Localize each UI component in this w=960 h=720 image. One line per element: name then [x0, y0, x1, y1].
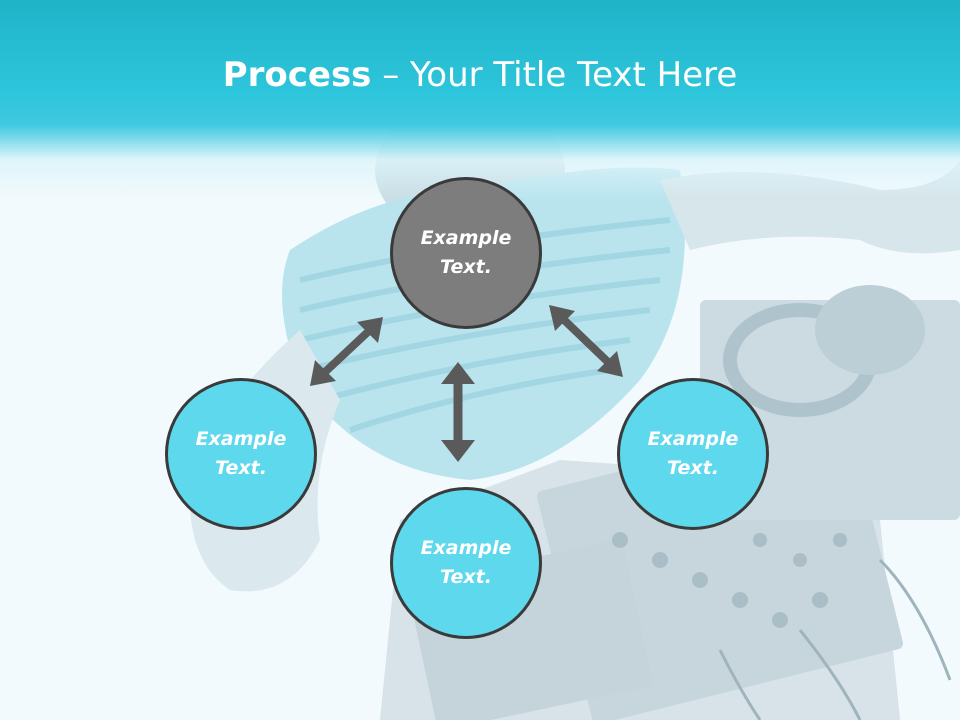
process-node-bottom: Example Text. — [390, 487, 542, 639]
node-right-line1: Example — [647, 428, 739, 450]
node-right-line2: Text. — [667, 457, 719, 479]
title-bar — [0, 0, 960, 200]
node-top-line2: Text. — [440, 256, 492, 278]
slide-title: Process – Your Title Text Here — [0, 52, 960, 98]
title-bold: Process — [222, 55, 372, 95]
process-node-left: Example Text. — [165, 378, 317, 530]
arrow-top-right — [549, 305, 623, 377]
title-rest: – Your Title Text Here — [371, 55, 738, 95]
arrow-vertical — [441, 362, 475, 462]
node-bottom-line2: Text. — [440, 566, 492, 588]
node-left-line1: Example — [195, 428, 287, 450]
arrow-top-left — [310, 317, 383, 386]
node-left-line2: Text. — [215, 457, 267, 479]
process-node-top: Example Text. — [390, 177, 542, 329]
process-node-right: Example Text. — [617, 378, 769, 530]
node-top-line1: Example — [420, 227, 512, 249]
node-bottom-line1: Example — [420, 537, 512, 559]
